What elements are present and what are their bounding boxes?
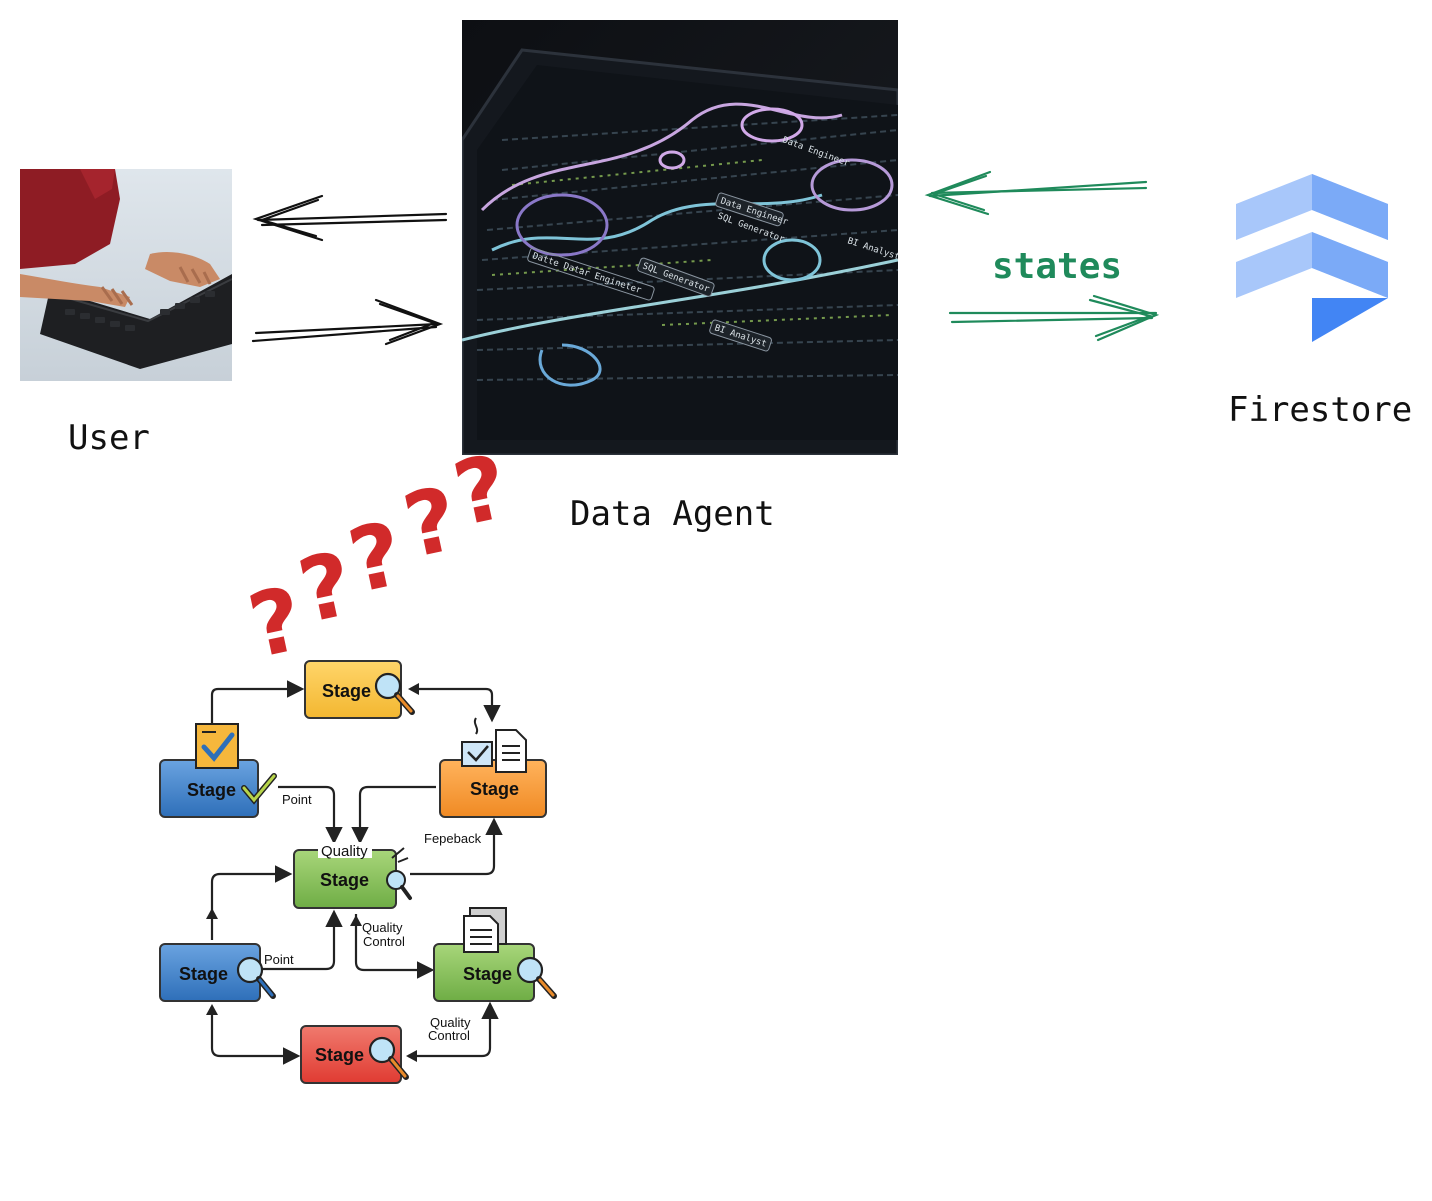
stage-label: Stage <box>187 780 236 800</box>
stage-label: Stage <box>315 1045 364 1065</box>
stage-node-yellow: Stage <box>304 660 415 719</box>
stage-label: Stage <box>322 681 371 701</box>
user-label: User <box>68 418 150 458</box>
arrow-agent-to-user <box>252 194 448 242</box>
stage-label: Stage <box>470 779 519 799</box>
edge-label-quality-2: Quality <box>430 1015 471 1030</box>
user-typing-illustration <box>20 169 233 381</box>
stage-label: Stage <box>320 870 369 890</box>
workflow-edge-labels: Point Fepeback Quality Control Point Qua… <box>264 792 482 1043</box>
edge-label-control-2: Control <box>428 1028 470 1043</box>
arrow-agent-to-firestore <box>948 294 1160 342</box>
magnifier-icon <box>236 956 276 999</box>
user-photo <box>20 169 233 381</box>
firestore-icon <box>1236 174 1388 342</box>
workflow-edges <box>210 680 503 1065</box>
edge-label-feedback: Fepeback <box>424 831 482 846</box>
magnifier-icon <box>516 956 557 999</box>
clipboard-check-icon <box>195 723 239 769</box>
stage-node-blue: Stage <box>159 943 276 1002</box>
stage-node-green: Stage <box>433 907 557 1002</box>
magnifier-icon <box>386 847 412 900</box>
arrow-user-to-agent <box>251 298 444 346</box>
edge-label-quality: Quality <box>362 920 403 935</box>
states-label: states <box>992 246 1123 287</box>
stage-node-quality: Quality Stage <box>293 842 412 909</box>
stage-label: Stage <box>179 964 228 984</box>
arrow-firestore-to-agent <box>924 170 1148 216</box>
data-agent-screen: Data Engineer SQL Generator Datte Datar … <box>460 20 901 457</box>
edge-label-point: Point <box>282 792 312 807</box>
agent-workflow-screen-illustration: Data Engineer SQL Generator Datte Datar … <box>460 20 901 457</box>
stage-label: Stage <box>463 964 512 984</box>
question-marks: ? ? ? ? ? <box>240 435 516 678</box>
document-icon <box>463 907 507 953</box>
magnifier-icon <box>368 1036 409 1080</box>
data-agent-label: Data Agent <box>570 494 775 534</box>
workflow-edge-arrowheads-reverse <box>206 683 419 1062</box>
stage-node-blue-checklist: Stage <box>159 723 277 818</box>
edge-label-control: Control <box>363 934 405 949</box>
stage-node-red: Stage <box>300 1025 409 1084</box>
document-icon <box>461 717 527 773</box>
firestore-logo <box>1236 174 1388 342</box>
magnifier-icon <box>374 672 415 715</box>
stage-node-orange: Stage <box>439 717 547 818</box>
edge-label-point-bottom: Point <box>264 952 294 967</box>
quality-label: Quality <box>321 843 368 860</box>
firestore-label: Firestore <box>1228 390 1413 430</box>
